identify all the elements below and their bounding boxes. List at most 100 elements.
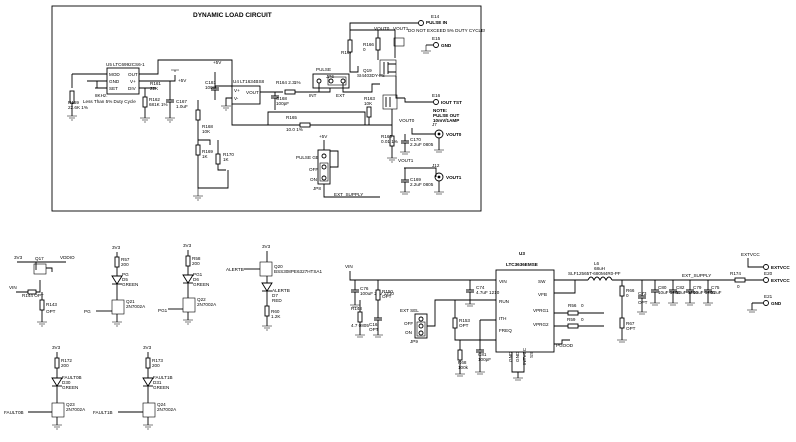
r67-resistor	[619, 317, 625, 329]
pg1-input: PG1	[158, 308, 168, 313]
jp8-ref: JP8	[313, 186, 321, 191]
u4-ic	[231, 85, 261, 105]
vout0-top: VOUT0	[374, 26, 390, 31]
e14-label: E14	[431, 14, 440, 19]
r166-resistor	[375, 37, 381, 51]
gnd-label-e15: GND	[441, 43, 452, 48]
c167-label: C167	[176, 99, 187, 104]
r60-resistor	[264, 305, 270, 317]
c75-label: C75	[711, 285, 720, 290]
v3e: 3V3	[52, 345, 61, 350]
c73-label: C73	[638, 291, 647, 296]
r57-label: R57	[121, 257, 130, 262]
r159-label: R159	[68, 100, 79, 105]
u5-pin-div: DIV	[128, 86, 137, 91]
r174-resistor	[734, 277, 746, 283]
e21-pin[interactable]	[763, 300, 769, 306]
q19-label: Q19	[363, 68, 372, 73]
u3-part: LTC3636EMSE	[506, 262, 538, 267]
c170-value: 2.2uF 0805	[410, 142, 434, 147]
u3-pin-ss: SS	[529, 352, 534, 358]
q23-mosfet	[51, 402, 65, 418]
c79-value: 10uF 1206	[693, 290, 715, 295]
jp8-on: ON	[310, 177, 317, 182]
r144-label: R144 OPT	[22, 293, 44, 298]
r170-value: 1K	[223, 157, 230, 162]
r150-label: R150	[382, 289, 393, 294]
e16-pin[interactable]	[433, 99, 439, 105]
r59-value: 0	[581, 317, 584, 322]
jp6-jumper[interactable]	[312, 73, 350, 89]
u4-pin-vout: VOUT	[246, 90, 259, 95]
r170-label: R170	[223, 152, 234, 157]
r67-value: OPT	[626, 326, 636, 331]
q24-mosfet	[142, 402, 156, 418]
c82-label: C82	[676, 285, 685, 290]
c82-value: 10uF 1206	[676, 290, 698, 295]
u4-pin-vminus: V-	[234, 96, 239, 101]
q24-label: Q24	[157, 402, 166, 407]
v5-b: +5V	[213, 60, 222, 65]
u3-pin-ith: ITH	[499, 316, 506, 321]
jp9-off: OFF	[404, 321, 413, 326]
q17-label: Q17	[35, 256, 44, 261]
r163-value: 10K	[364, 101, 373, 106]
q22-value: 2N7002A	[197, 302, 217, 307]
u5-pin-gnd: GND	[109, 79, 120, 84]
c81-value: 100pF	[478, 357, 491, 362]
r163-resistor	[366, 106, 372, 118]
note1: NOTE:	[433, 108, 448, 113]
pg1-led-label: PG1	[193, 272, 203, 277]
r68-value: 100k	[458, 365, 469, 370]
r166-value: 0	[363, 47, 366, 52]
ext-supply-label: EXT_SUPPLY	[334, 192, 363, 197]
duty-note: Less Than 5% Duty Cycle	[83, 99, 136, 104]
e20-extvcc: EXTVCC	[771, 278, 790, 283]
c81-label: C81	[478, 352, 487, 357]
r166-label: R166	[363, 42, 374, 47]
vout1-top: VOUT1	[393, 26, 409, 31]
r170-resistor	[215, 153, 221, 165]
r174-label: R174	[730, 271, 741, 276]
extvcc-top-right: EXTVCC	[771, 265, 790, 270]
r58-resistor	[185, 255, 191, 267]
r168-resistor	[195, 109, 201, 121]
e15-pin[interactable]	[433, 42, 439, 48]
c80-label: C80	[658, 285, 667, 290]
c168-value: 100pF	[276, 101, 289, 106]
r172-resistor	[54, 357, 60, 369]
u3-pin-pgood: PGOOD	[556, 343, 574, 348]
jp6-int: INT	[309, 93, 317, 98]
extvcc-top-pin[interactable]	[763, 264, 769, 270]
r144-resistor	[27, 289, 37, 295]
vout1-label: VOUT1	[398, 158, 414, 163]
c79-label: C79	[693, 285, 702, 290]
q24-value: 2N7002A	[157, 407, 177, 412]
u5-pin-mod: MOD	[109, 72, 120, 77]
r168-label: R168	[202, 124, 213, 129]
r173-resistor	[145, 357, 151, 369]
r160-value: 0.01 1%	[381, 139, 398, 144]
r167-label: R167	[341, 50, 352, 55]
e20-pin[interactable]	[763, 277, 769, 283]
u3-ic	[495, 269, 555, 353]
q19-mosfet	[379, 59, 397, 77]
j7-vout0: VOUT0	[446, 132, 462, 137]
e21-label: E21	[764, 294, 773, 299]
c75-value: 22uF	[711, 290, 722, 295]
e14-pin[interactable]	[418, 20, 424, 26]
u5-pin-vplus: V+	[130, 79, 136, 84]
r143-opt: OPT	[46, 309, 56, 314]
r58-value: 200	[192, 261, 200, 266]
u3-pin-gnd2: GND	[515, 351, 520, 362]
r148-label: R148	[351, 306, 362, 311]
dynamic-load-border	[51, 5, 482, 212]
j12-vout1: VOUT1	[446, 175, 462, 180]
r172-label: R172	[61, 358, 72, 363]
e20-label: E20	[764, 271, 773, 276]
d31-label: D31	[153, 380, 162, 385]
r153-resistor	[452, 317, 458, 329]
fault1-led-label: FAULT1B	[153, 375, 173, 380]
c181-label: C181	[205, 80, 216, 85]
